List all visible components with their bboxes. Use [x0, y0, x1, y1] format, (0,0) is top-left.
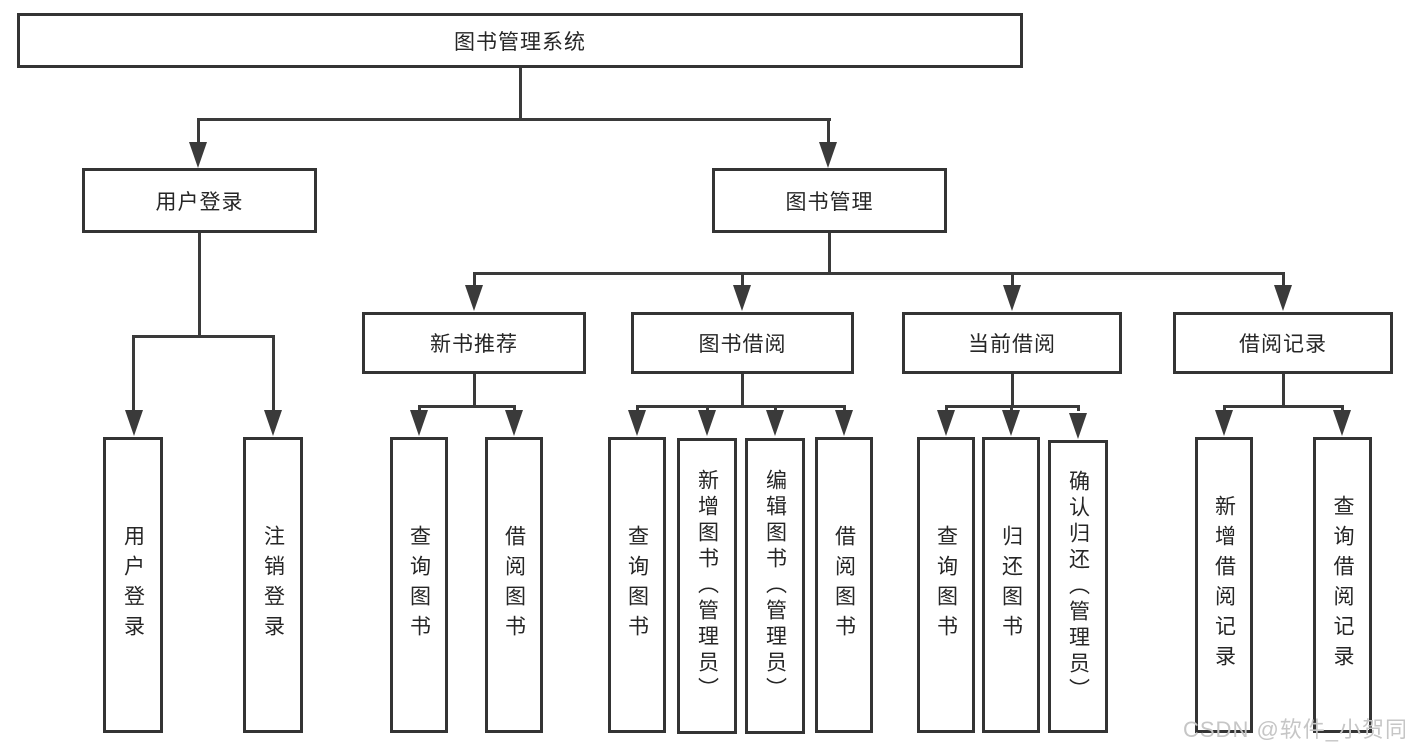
connector-stem [774, 405, 777, 411]
connector-book-mgmt-stem [827, 118, 830, 144]
leaf-logout: 注销登录 [243, 437, 303, 733]
node-label: 图书管理系统 [454, 30, 586, 54]
connector-stem [418, 405, 421, 411]
connector-stem [945, 405, 948, 411]
csdn-watermark: CSDN @软件_小贺同学 [1183, 717, 1405, 742]
connector-stem [473, 272, 476, 286]
connector-stem [1077, 405, 1080, 411]
arrow-down-icon [465, 285, 483, 311]
leaf-label: 查询图书 [407, 525, 431, 645]
connector-level3-bar [473, 272, 1285, 275]
connector-stem [1010, 405, 1013, 411]
leaf-label: 确认归还（管理员） [1066, 469, 1090, 704]
arrow-down-icon [1003, 285, 1021, 311]
connector-user-login-down [198, 233, 201, 335]
connector-stem [843, 405, 846, 411]
arrow-down-icon [1333, 410, 1351, 436]
connector-bar [418, 405, 515, 408]
arrow-down-icon [819, 142, 837, 168]
arrow-down-icon [1002, 410, 1020, 436]
leaf-label: 新增借阅记录 [1212, 495, 1236, 675]
arrow-down-icon [410, 410, 428, 436]
node-label: 图书管理 [785, 190, 874, 214]
connector-bar [637, 405, 845, 408]
arrow-down-icon [733, 285, 751, 311]
leaf-confirm-return-admin: 确认归还（管理员） [1048, 440, 1108, 733]
leaf-query-books: 查询图书 [917, 437, 975, 733]
arrow-down-icon [698, 410, 716, 436]
arrow-down-icon [628, 410, 646, 436]
leaf-label: 借阅图书 [832, 525, 856, 645]
connector-user-login-stem [197, 118, 200, 144]
leaf-label: 查询图书 [625, 525, 649, 645]
arrow-down-icon [1069, 413, 1087, 439]
leaf-label: 查询借阅记录 [1331, 495, 1354, 675]
arrow-down-icon [835, 410, 853, 436]
leaf-label: 新增图书（管理员） [695, 469, 719, 703]
leaf-label: 借阅图书 [502, 525, 526, 645]
leaf-borrow-books: 借阅图书 [815, 437, 873, 733]
leaf-label: 用户登录 [121, 525, 145, 645]
leaf-add-borrow-record: 新增借阅记录 [1195, 437, 1253, 733]
connector-stem [513, 405, 516, 411]
arrow-down-icon [1274, 285, 1292, 311]
leaf-user-login: 用户登录 [103, 437, 163, 733]
node-new-book-recommend: 新书推荐 [362, 312, 586, 374]
connector-stem [1011, 272, 1014, 286]
leaf-borrow-books: 借阅图书 [485, 437, 543, 733]
leaf-query-borrow-record: 查询借阅记录 [1313, 437, 1372, 733]
connector-stem [1223, 405, 1226, 411]
node-current-borrowing: 当前借阅 [902, 312, 1122, 374]
node-label: 新书推荐 [430, 333, 518, 356]
arrow-down-icon [1215, 410, 1233, 436]
arrow-down-icon [189, 142, 207, 168]
node-book-management: 图书管理 [712, 168, 947, 233]
connector-stem [636, 405, 639, 411]
arrow-down-icon [937, 410, 955, 436]
arrow-down-icon [125, 410, 143, 436]
leaf-query-books: 查询图书 [390, 437, 448, 733]
connector-stem [272, 335, 275, 410]
connector-down [1011, 374, 1014, 405]
node-library-system: 图书管理系统 [17, 13, 1023, 68]
connector-root-bar [197, 118, 831, 121]
connector-stem [1341, 405, 1344, 411]
node-label: 借阅记录 [1239, 333, 1327, 356]
connector-down [1282, 374, 1285, 405]
leaf-add-books-admin: 新增图书（管理员） [677, 438, 737, 734]
connector-bar [1224, 405, 1343, 408]
leaf-label: 注销登录 [261, 525, 285, 645]
leaf-label: 编辑图书（管理员） [763, 469, 787, 703]
connector-stem [741, 272, 744, 286]
arrow-down-icon [264, 410, 282, 436]
connector-stem [132, 335, 135, 410]
node-label: 当前借阅 [968, 333, 1056, 356]
connector-down [741, 374, 744, 405]
node-label: 用户登录 [155, 190, 244, 214]
connector-stem [706, 405, 709, 411]
arrow-down-icon [766, 410, 784, 436]
connector-stem [1282, 272, 1285, 286]
leaf-return-books: 归还图书 [982, 437, 1040, 733]
leaf-label: 查询图书 [934, 525, 958, 645]
leaf-label: 归还图书 [999, 525, 1023, 645]
connector-user-login-bar [133, 335, 275, 338]
leaf-edit-books-admin: 编辑图书（管理员） [745, 438, 805, 734]
leaf-query-books: 查询图书 [608, 437, 666, 733]
connector-root-stem [519, 68, 522, 118]
node-book-borrowing: 图书借阅 [631, 312, 854, 374]
node-user-login: 用户登录 [82, 168, 317, 233]
arrow-down-icon [505, 410, 523, 436]
node-label: 图书借阅 [698, 333, 787, 356]
connector-book-mgmt-down [828, 233, 831, 272]
connector-down [473, 374, 476, 405]
node-borrowing-records: 借阅记录 [1173, 312, 1393, 374]
